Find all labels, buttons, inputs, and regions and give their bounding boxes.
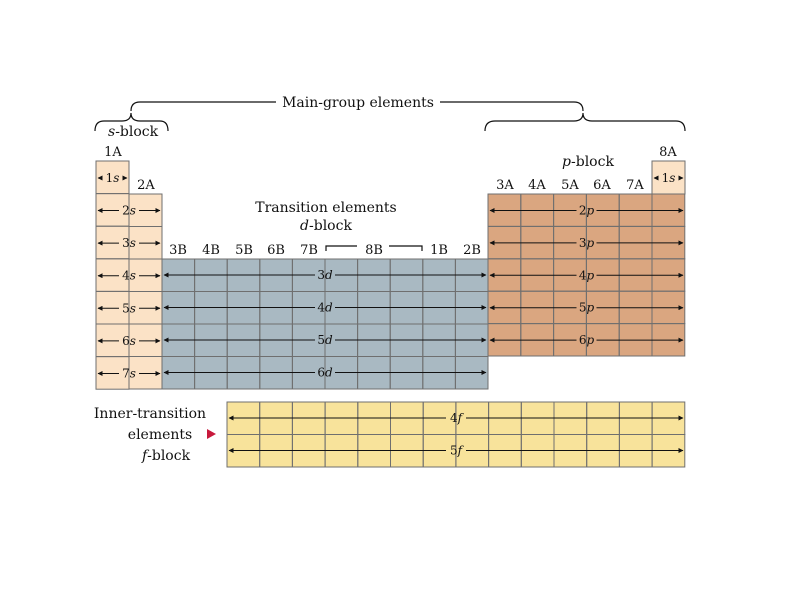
group-label-4a: 4A [528,178,546,193]
orbital-6d: 6d [163,366,487,380]
orbital-3p: 3p [489,236,684,250]
orbital-4d-label: 4d [317,301,333,315]
group-label-8b: 8B [365,243,383,258]
orbital-6s: 6s [97,334,161,348]
orbital-1s-helium-label: 1s [662,171,676,185]
group-label-3a: 3A [496,178,514,193]
orbital-4p: 4p [489,268,684,282]
orbital-7s-label: 7s [122,367,136,381]
transition-label: Transition elements [255,200,397,216]
group-label-7b: 7B [300,243,318,258]
p-block-brace [484,112,686,132]
group-labels: 1A 2A 3B 4B 5B 6B 7B 8B 1B 2B 3A 4A 5A 6… [104,145,677,258]
orbital-3p-label: 3p [579,236,595,250]
orbital-5p: 5p [489,301,684,315]
orbital-4f: 4f [228,411,684,425]
orbital-4s-label: 4s [122,269,136,283]
group-label-6a: 6A [593,178,611,193]
orbital-4f-label: 4f [450,411,465,425]
orbital-4d: 4d [163,301,487,315]
s-block-label: s-block [108,124,159,140]
group-label-4b: 4B [202,243,220,258]
orbital-5d: 5d [163,333,487,347]
pointer-triangle-icon [207,429,216,439]
orbital-5s-label: 5s [122,301,136,315]
orbital-5p-label: 5p [579,301,595,315]
orbital-1s: 1s [97,171,128,185]
orbital-3s: 3s [97,236,161,250]
orbital-1s-label: 1s [106,171,120,185]
orbital-arrows: 1s 2s 3s 4s 5s 6s 7s 1s 2p 3p 4p 5p 6p 3d 4d 5d 6d 4f 5f [97,171,684,458]
f-block-label: f-block [141,448,191,464]
orbital-5f-label: 5f [450,444,465,458]
group-label-1a: 1A [104,145,122,160]
group-label-3b: 3B [169,243,187,258]
inner-transition-label: Inner-transition [94,406,206,422]
orbital-2p: 2p [489,204,684,218]
orbital-4s: 4s [97,269,161,283]
orbital-6d-label: 6d [317,366,333,380]
group-label-5a: 5A [561,178,579,193]
orbital-2s-label: 2s [122,204,136,218]
orbital-6s-label: 6s [122,334,136,348]
group-label-8a: 8A [659,145,677,160]
orbital-5f: 5f [228,444,684,458]
orbital-3d: 3d [163,268,487,282]
main-group-brace [130,101,584,112]
orbital-6p: 6p [489,333,684,347]
d-block-label: d-block [300,218,352,234]
orbital-1s-helium: 1s [653,171,684,185]
group-label-2b: 2B [463,243,481,258]
orbital-2s: 2s [97,204,161,218]
orbital-4p-label: 4p [579,268,595,282]
8b-bracket [325,245,423,251]
orbital-6p-label: 6p [579,333,595,347]
group-label-2a: 2A [137,178,155,193]
orbital-7s: 7s [97,367,161,381]
elements-label: elements [128,427,192,443]
orbital-3s-label: 3s [122,236,136,250]
main-group-label: Main-group elements [282,95,434,111]
group-label-7a: 7A [626,178,644,193]
group-label-5b: 5B [235,243,253,258]
orbital-5s: 5s [97,301,161,315]
orbital-5d-label: 5d [317,333,333,347]
group-label-6b: 6B [267,243,285,258]
p-block-label: p-block [562,154,614,170]
orbital-3d-label: 3d [317,268,333,282]
s-block-brace [94,112,169,132]
group-label-1b: 1B [430,243,448,258]
orbital-2p-label: 2p [579,204,595,218]
